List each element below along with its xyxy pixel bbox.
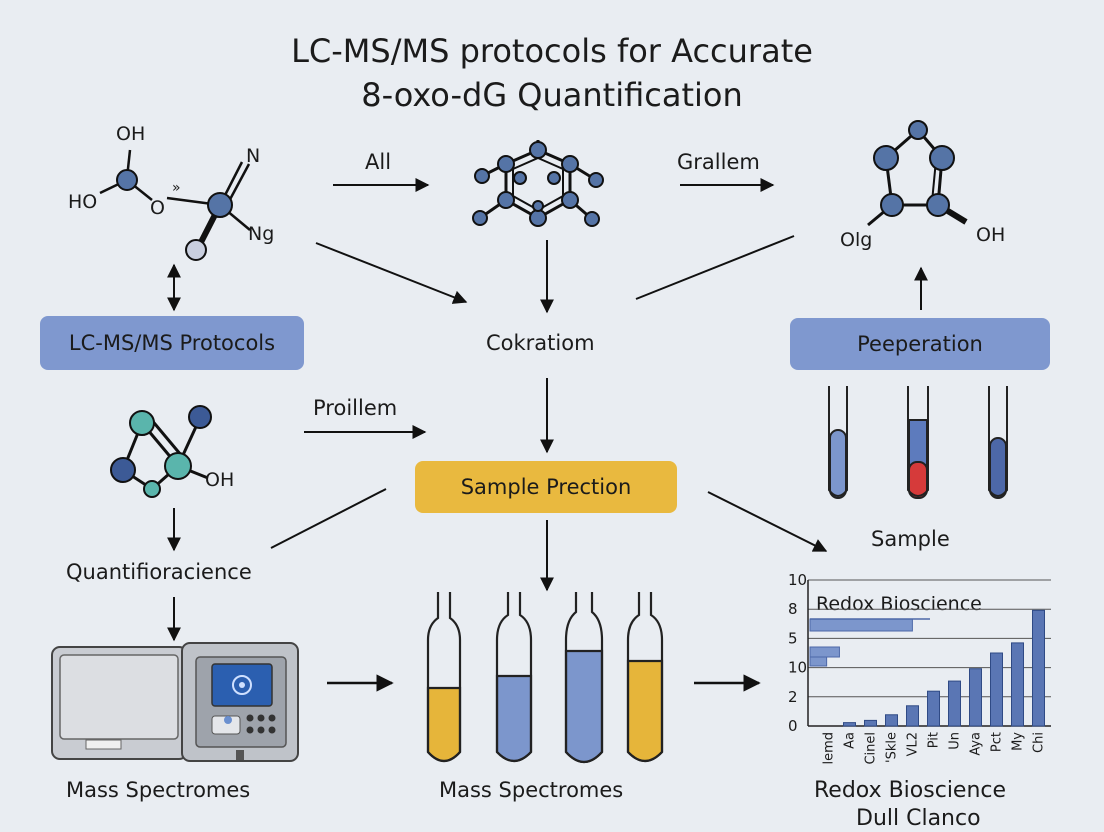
- test-tube-icon: [988, 386, 1008, 499]
- mass-spectrometer-label: Mass Spectromes: [66, 778, 251, 802]
- arrows: [167, 178, 928, 692]
- cokratiom-label: Cokratiom: [486, 331, 595, 355]
- arrow-icon: [635, 235, 795, 300]
- molecule-1-atom: [185, 239, 207, 261]
- benzene-atoms: [472, 141, 604, 227]
- page-title-line-1: LC-MS/MS protocols for Accurate: [291, 32, 813, 70]
- arrow-icon: [707, 491, 828, 552]
- peeperation-box: Peeperation: [790, 318, 1050, 370]
- arrow-label-proillem: Proillem: [313, 396, 398, 420]
- molecule-1-label: HO: [68, 191, 97, 213]
- test-tube-icon: [564, 592, 604, 764]
- arrow-label-grallem: Grallem: [677, 150, 760, 174]
- ring-molecule-label: Olg: [840, 229, 872, 251]
- mass-spectrometer-label-center: Mass Spectromes: [439, 778, 624, 802]
- molecule-1-atom: [116, 169, 138, 191]
- redox-bioscience-caption: Redox Bioscience: [814, 778, 1007, 803]
- sample-label: Sample: [871, 527, 950, 551]
- ring-molecule-atoms: [873, 120, 955, 217]
- quantifioracience-label: Quantifioracience: [66, 560, 252, 584]
- molecule-1-label: Ng: [248, 223, 274, 245]
- molecule-4-atoms: [110, 405, 212, 498]
- molecule-1-label: N: [246, 145, 260, 167]
- arrow-icon: [270, 488, 387, 549]
- arrow-icon: [315, 242, 468, 304]
- mass-spectrometer-icon: [51, 642, 299, 762]
- molecule-1-label: OH: [116, 123, 145, 145]
- test-tube-icon: [907, 386, 929, 499]
- molecule-1-label: O: [150, 197, 165, 219]
- dull-clanco-caption: Dull Clanco: [856, 806, 981, 831]
- test-tube-icon: [828, 386, 848, 499]
- test-tube-icon: [426, 592, 462, 763]
- molecule-4-label: OH: [205, 469, 234, 491]
- sample-prection-box: Sample Prection: [415, 461, 677, 513]
- test-tube-icon: [495, 592, 533, 763]
- lcms-protocols-box: LC-MS/MS Protocols: [40, 316, 304, 370]
- molecule-1-atom: [207, 192, 233, 218]
- ring-molecule-label: OH: [976, 224, 1005, 246]
- molecule-1-label: »: [172, 180, 181, 196]
- page-title-line-2: 8-oxo-dG Quantification: [361, 76, 743, 114]
- test-tube-icon: [626, 592, 664, 763]
- arrow-label-all: All: [365, 150, 392, 174]
